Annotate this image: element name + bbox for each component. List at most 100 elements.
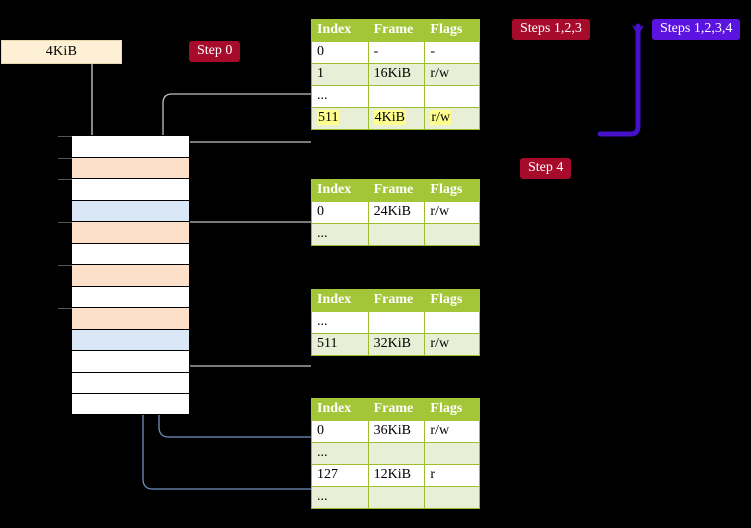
cell-flags: r/w — [424, 107, 480, 130]
cell-frame: 36KiB — [367, 420, 426, 443]
column-header-index: Index — [311, 398, 369, 421]
memory-frame-row — [58, 264, 190, 286]
memory-frame-row — [71, 393, 190, 415]
memory-frame-row — [71, 328, 190, 350]
cell-index: 0 — [311, 420, 369, 443]
cell-flags — [424, 486, 480, 509]
cell-flags — [424, 85, 480, 108]
cell-flags — [424, 442, 480, 465]
wire-pd-511-to-frame — [177, 312, 311, 367]
cell-flags: r/w — [424, 333, 480, 356]
cell-index: ... — [311, 311, 369, 334]
memory-frame-tick — [58, 179, 72, 180]
badge-steps-1-2-3: Steps 1,2,3 — [512, 19, 590, 40]
column-header-flags: Flags — [424, 289, 480, 312]
cell-frame: 12KiB — [367, 464, 426, 487]
highlighted-value: 4KiB — [373, 110, 406, 125]
memory-frame-tick — [58, 136, 72, 137]
memory-frame-row — [58, 135, 190, 157]
cell-index: 0 — [311, 201, 369, 224]
memory-frame-tick — [58, 157, 72, 159]
memory-frame-row — [71, 285, 190, 307]
cell-index: 1 — [311, 63, 369, 86]
column-header-index: Index — [311, 19, 369, 42]
wire-pml4-1-to-frame — [162, 93, 311, 162]
cell-frame — [367, 85, 426, 108]
memory-frame-row — [58, 307, 190, 329]
memory-frame-row — [71, 350, 190, 372]
cell-index: ... — [311, 223, 369, 246]
cell-index: ... — [311, 85, 369, 108]
cell-frame — [367, 223, 426, 246]
table-row: ... — [311, 486, 480, 509]
column-header-index: Index — [311, 289, 369, 312]
table-row: ... — [311, 311, 480, 334]
cell-frame: 24KiB — [367, 201, 426, 224]
cell-frame: 32KiB — [367, 333, 426, 356]
cell-index: 127 — [311, 464, 369, 487]
badge-steps-1-2-3-4: Steps 1,2,3,4 — [652, 19, 741, 40]
memory-frame-tick — [58, 265, 72, 266]
badge-step-4: Step 4 — [520, 158, 572, 179]
column-header-frame: Frame — [367, 179, 426, 202]
highlighted-value: r/w — [430, 110, 452, 125]
cell-frame — [367, 311, 426, 334]
virtual-address-text: 4KiB — [45, 44, 78, 59]
badge-step-0: Step 0 — [189, 41, 241, 62]
cell-flags: r — [424, 464, 480, 487]
cell-index: 511 — [311, 333, 369, 356]
column-header-frame: Frame — [367, 289, 426, 312]
memory-frame-row — [71, 199, 190, 221]
cell-index: 0 — [311, 41, 369, 64]
wire-pt-0-to-frame — [153, 326, 311, 438]
highlighted-value: 511 — [317, 110, 340, 125]
cell-index: ... — [311, 442, 369, 465]
column-header-flags: Flags — [424, 19, 480, 42]
memory-frame-row — [58, 178, 190, 200]
cell-index: ... — [311, 486, 369, 509]
wire-pt-127-to-frame — [137, 204, 311, 490]
cell-flags — [424, 311, 480, 334]
table-row: ... — [311, 85, 480, 108]
arrow-steps-1234-bracket — [597, 23, 644, 137]
cell-flags — [424, 223, 480, 246]
physical-memory-column — [58, 135, 190, 415]
column-header-frame: Frame — [367, 19, 426, 42]
table-row: ... — [311, 442, 480, 465]
cell-index: 511 — [311, 107, 369, 130]
column-header-index: Index — [311, 179, 369, 202]
virtual-address-label: 4KiB — [1, 40, 122, 64]
cell-frame — [367, 486, 426, 509]
memory-frame-row — [58, 221, 190, 243]
memory-frame-tick — [58, 222, 72, 223]
column-header-flags: Flags — [424, 179, 480, 202]
cell-flags: - — [424, 41, 480, 64]
table-row: 0-- — [311, 41, 480, 64]
memory-frame-row — [71, 242, 190, 264]
cell-flags: r/w — [424, 201, 480, 224]
cell-flags: r/w — [424, 420, 480, 443]
cell-frame — [367, 442, 426, 465]
memory-frame-row — [71, 371, 190, 393]
table-row: 511 4KiB r/w — [311, 107, 480, 130]
column-header-frame: Frame — [367, 398, 426, 421]
wire-pdpt-0-to-frame — [176, 221, 311, 264]
cell-frame: 16KiB — [367, 63, 426, 86]
cell-frame: 4KiB — [367, 107, 426, 130]
cell-flags: r/w — [424, 63, 480, 86]
column-header-flags: Flags — [424, 398, 480, 421]
